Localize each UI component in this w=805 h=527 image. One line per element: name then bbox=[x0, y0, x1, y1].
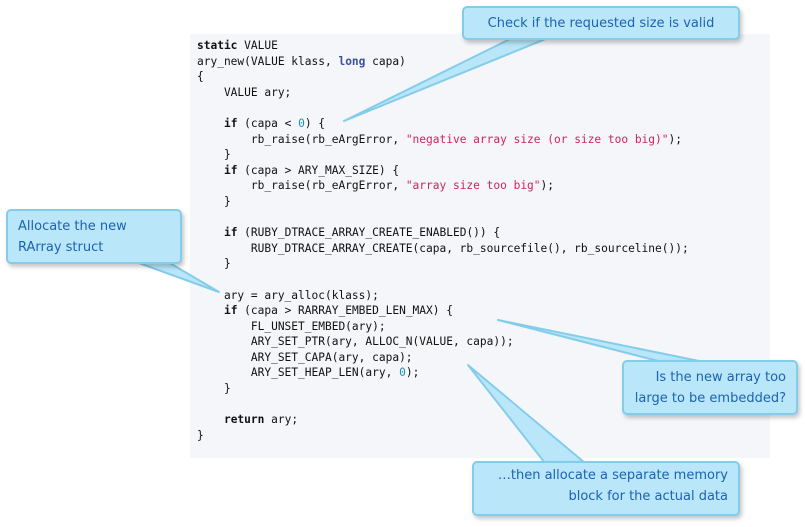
code-text: capa) bbox=[365, 54, 406, 68]
code-line: } bbox=[197, 194, 689, 210]
code-text: FL_UNSET_EMBED(ary); bbox=[197, 319, 386, 333]
code-text: ) { bbox=[304, 116, 326, 130]
callout-alloc-block: …then allocate a separate memory block f… bbox=[472, 461, 740, 516]
code-text: VALUE bbox=[237, 39, 278, 52]
code-line: } bbox=[197, 147, 689, 163]
code-text: } bbox=[197, 428, 204, 442]
code-text: ); bbox=[405, 366, 420, 380]
code-line: FL_UNSET_EMBED(ary); bbox=[197, 319, 689, 335]
code-line: if (capa < 0) { bbox=[197, 116, 689, 132]
code-text: (RUBY_DTRACE_ARRAY_CREATE_ENABLED()) { bbox=[237, 226, 501, 240]
code-line: ARY_SET_PTR(ary, ALLOC_N(VALUE, capa)); bbox=[197, 334, 689, 350]
code-line: ary = ary_alloc(klass); bbox=[197, 288, 689, 304]
pointer-size-check bbox=[343, 37, 549, 122]
code-text: { bbox=[197, 70, 204, 84]
code-line: rb_raise(rb_eArgError, "array size too b… bbox=[197, 178, 689, 194]
code-line: ARY_SET_CAPA(ary, capa); bbox=[197, 350, 689, 366]
code-line: ARY_SET_HEAP_LEN(ary, 0); bbox=[197, 365, 689, 381]
callout-allocate-struct: Allocate the new RArray struct bbox=[6, 209, 182, 264]
code-keyword: static bbox=[197, 39, 238, 52]
callout-alloc-block-line1: …then allocate a separate memory bbox=[497, 468, 728, 483]
code-text: } bbox=[197, 148, 231, 162]
code-number: 0 bbox=[399, 366, 406, 380]
code-line: return ary; bbox=[197, 412, 689, 428]
code-line: if (RUBY_DTRACE_ARRAY_CREATE_ENABLED()) … bbox=[197, 225, 689, 241]
code-text: (capa < bbox=[237, 116, 299, 130]
pointer-allocate-struct bbox=[135, 261, 220, 293]
code-line: } bbox=[197, 256, 689, 272]
code-keyword: return bbox=[223, 413, 265, 427]
code-number: 0 bbox=[298, 116, 305, 130]
code-text: ARY_SET_CAPA(ary, capa); bbox=[197, 350, 413, 364]
code-text: rb_raise(rb_eArgError, bbox=[197, 132, 406, 146]
code-string: "negative array size (or size too big)" bbox=[405, 132, 669, 146]
code-text: ARY_SET_PTR(ary, ALLOC_N(VALUE, capa)); bbox=[197, 335, 514, 349]
code-line: rb_raise(rb_eArgError, "negative array s… bbox=[197, 132, 689, 148]
callout-allocate-struct-line2: RArray struct bbox=[18, 240, 104, 255]
pointer-embed-check bbox=[497, 319, 705, 363]
pointer-alloc-block bbox=[467, 364, 586, 464]
code-string: "array size too big" bbox=[405, 179, 541, 193]
code-text: (capa > RARRAY_EMBED_LEN_MAX) { bbox=[237, 304, 453, 318]
code-text: ary = ary_alloc(klass); bbox=[197, 288, 379, 302]
code-text: rb_raise(rb_eArgError, bbox=[197, 179, 406, 193]
code-keyword: if bbox=[223, 163, 238, 177]
code-text: } bbox=[197, 257, 231, 271]
callout-embed-check-line1: Is the new array too bbox=[655, 370, 786, 385]
code-text: ); bbox=[668, 132, 682, 146]
callout-embed-check: Is the new array too large to be embedde… bbox=[622, 360, 798, 415]
callout-embed-check-line2: large to be embedded? bbox=[634, 391, 786, 406]
code-keyword: if bbox=[223, 116, 238, 130]
code-keyword: if bbox=[223, 226, 238, 240]
code-line: if (capa > ARY_MAX_SIZE) { bbox=[197, 163, 689, 179]
callout-size-check-text: Check if the requested size is valid bbox=[487, 16, 715, 31]
code-text: RUBY_DTRACE_ARRAY_CREATE(capa, rb_source… bbox=[197, 241, 689, 255]
callout-alloc-block-line2: block for the actual data bbox=[568, 489, 728, 504]
code-text: ary; bbox=[264, 413, 299, 427]
code-keyword: if bbox=[223, 304, 238, 318]
code-line: } bbox=[197, 381, 689, 397]
code-line: ary_new(VALUE klass, long capa) bbox=[197, 54, 689, 70]
code-text: ); bbox=[540, 179, 555, 193]
code-text: ary_new(VALUE klass, bbox=[197, 54, 339, 68]
callout-allocate-struct-line1: Allocate the new bbox=[18, 219, 127, 234]
code-text: VALUE ary; bbox=[197, 85, 292, 99]
code-text: } bbox=[197, 382, 231, 396]
code-line: if (capa > RARRAY_EMBED_LEN_MAX) { bbox=[197, 303, 689, 319]
code-line: } bbox=[197, 428, 689, 444]
code-text: } bbox=[197, 194, 231, 208]
code-line: VALUE ary; bbox=[197, 85, 689, 101]
code-line: RUBY_DTRACE_ARRAY_CREATE(capa, rb_source… bbox=[197, 241, 689, 257]
code-text: ARY_SET_HEAP_LEN(ary, bbox=[197, 366, 400, 380]
code-line: static VALUE bbox=[197, 38, 689, 54]
code-line: { bbox=[197, 69, 689, 85]
code-keyword: long bbox=[338, 54, 366, 68]
code-text: (capa > ARY_MAX_SIZE) { bbox=[237, 163, 400, 177]
callout-size-check: Check if the requested size is valid bbox=[462, 6, 740, 40]
